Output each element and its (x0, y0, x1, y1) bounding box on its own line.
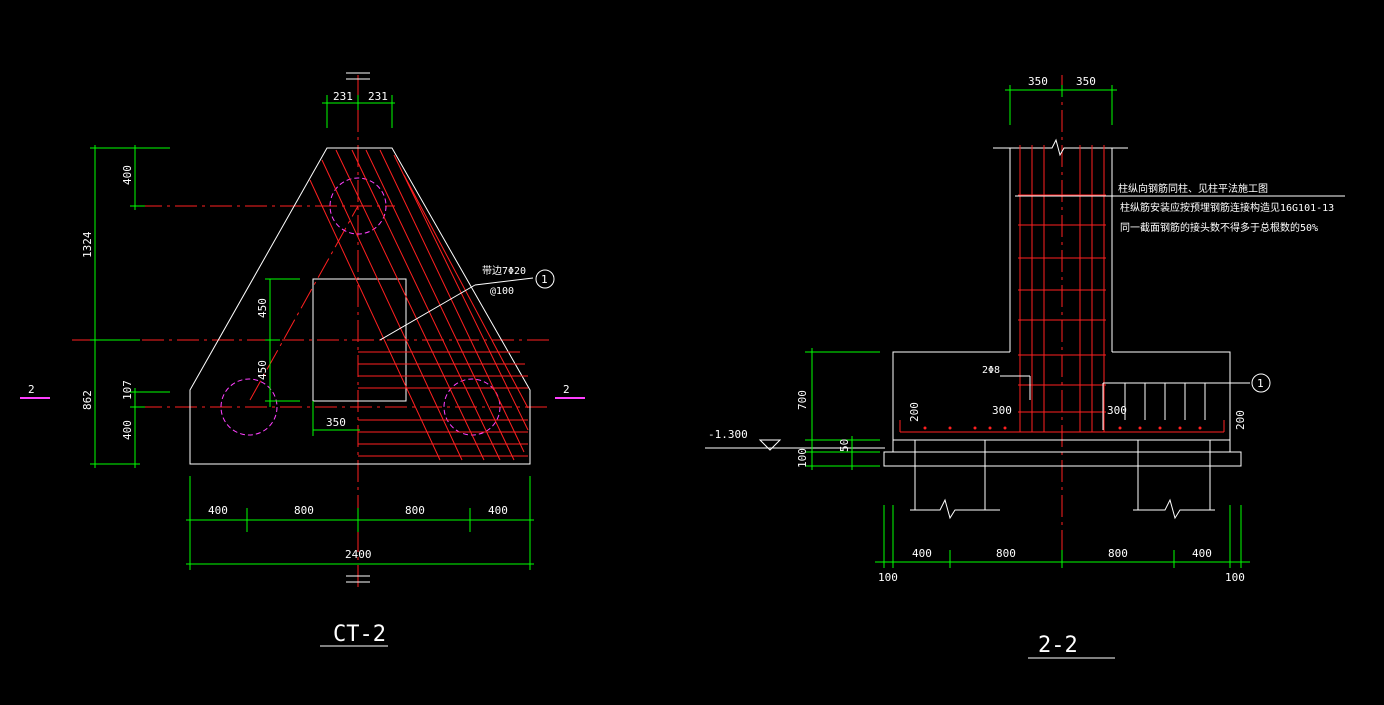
dim-sec-edge-right: 100 (1225, 571, 1245, 584)
cushion-layer (883, 451, 1242, 467)
section-left-dimensions: 700 50 100 (796, 348, 880, 470)
note-line-2: 柱纵筋安装应按预埋钢筋连接构造见16G101-13 (1120, 201, 1334, 214)
pile-left-section (910, 440, 1000, 520)
section-mark-right: 2 (563, 383, 570, 396)
column-break-line (993, 138, 1128, 157)
cap-hatch (1102, 382, 1250, 430)
dim-sec-700: 700 (796, 390, 809, 410)
note-line-3: 同一截面钢筋的接头数不得多于总根数的50% (1120, 221, 1318, 234)
dim-left-862: 862 (81, 390, 94, 410)
cap-section-outline (892, 351, 1231, 441)
top-dimension: 231 231 (322, 90, 395, 128)
dim-sec-top-1: 350 (1028, 75, 1048, 88)
dim-inner-350: 350 (326, 416, 346, 429)
pile-cap-outline (189, 147, 531, 465)
dim-sec-bottom-400-a: 400 (912, 547, 932, 560)
title-section-2-2: 2-2 (1038, 633, 1078, 658)
dim-left-1324: 1324 (81, 231, 94, 258)
dim-bottom-800-b: 800 (405, 504, 425, 517)
section-mark-left: 2 (28, 383, 35, 396)
rebar-leader (379, 284, 476, 341)
stirrup-label: 2Φ8 (982, 365, 1000, 376)
dim-left-450-a: 450 (256, 298, 269, 318)
left-dimensions: 400 1324 450 450 107 862 400 (81, 145, 300, 468)
dim-bottom-400-a: 400 (208, 504, 228, 517)
dim-left-107: 107 (121, 380, 134, 400)
section-top-dimension: 350 350 (1005, 75, 1117, 125)
dim-sec-bottom-400-b: 400 (1192, 547, 1212, 560)
rebar-note-line1: 带边7Φ20 (482, 265, 526, 277)
elevation-triangle (758, 439, 782, 451)
dim-top-2: 231 (368, 90, 388, 103)
elevation-label: -1.300 (708, 428, 748, 441)
section-2-2: 1 2Φ8 200 300 300 200 350 350 柱纵向钢筋同柱、见柱… (705, 75, 1345, 659)
callout-right-label: 1 (1257, 377, 1264, 390)
dim-left-400-top: 400 (121, 165, 134, 185)
dim-sec-100: 100 (796, 448, 809, 468)
callout-circle-right (1251, 373, 1271, 393)
dim-left-450-b: 450 (256, 360, 269, 380)
dim-total-2400: 2400 (345, 548, 372, 561)
pile-top (329, 177, 387, 235)
pile-right-section (1133, 440, 1215, 520)
dim-sec-bottom-800-a: 800 (996, 547, 1016, 560)
dim-inner-300-right: 300 (1107, 404, 1127, 417)
title-ct2: CT-2 (333, 622, 386, 647)
dim-inner-200-right: 200 (1234, 410, 1247, 430)
dim-sec-edge-left: 100 (878, 571, 898, 584)
section-bottom-dimensions: 400 800 800 400 100 100 (875, 505, 1250, 584)
pile-axis-diagonal (249, 205, 359, 401)
note-line-1: 柱纵向钢筋同柱、见柱平法施工图 (1118, 182, 1268, 195)
rebar-note-line2: @100 (490, 286, 514, 297)
callout-circle-left (535, 269, 555, 289)
dim-inner-300-left: 300 (992, 404, 1012, 417)
rebar-band (309, 149, 529, 461)
dim-bottom-400-b: 400 (488, 504, 508, 517)
dim-top-1: 231 (333, 90, 353, 103)
callout-left-label: 1 (541, 273, 548, 286)
bottom-rebar-dots (923, 426, 1202, 430)
column-rebar (899, 145, 1225, 433)
dim-left-400-bottom: 400 (121, 420, 134, 440)
dim-sec-top-2: 350 (1076, 75, 1096, 88)
dim-sec-50: 50 (838, 439, 851, 452)
ct2-plan: 带边7Φ20 @100 1 2 2 231 231 (20, 72, 585, 647)
dim-sec-bottom-800-b: 800 (1108, 547, 1128, 560)
bottom-dimensions: 400 800 800 400 2400 (186, 476, 534, 570)
dim-bottom-800-a: 800 (294, 504, 314, 517)
dim-inner-200-left: 200 (908, 402, 921, 422)
pile-left (220, 378, 278, 436)
